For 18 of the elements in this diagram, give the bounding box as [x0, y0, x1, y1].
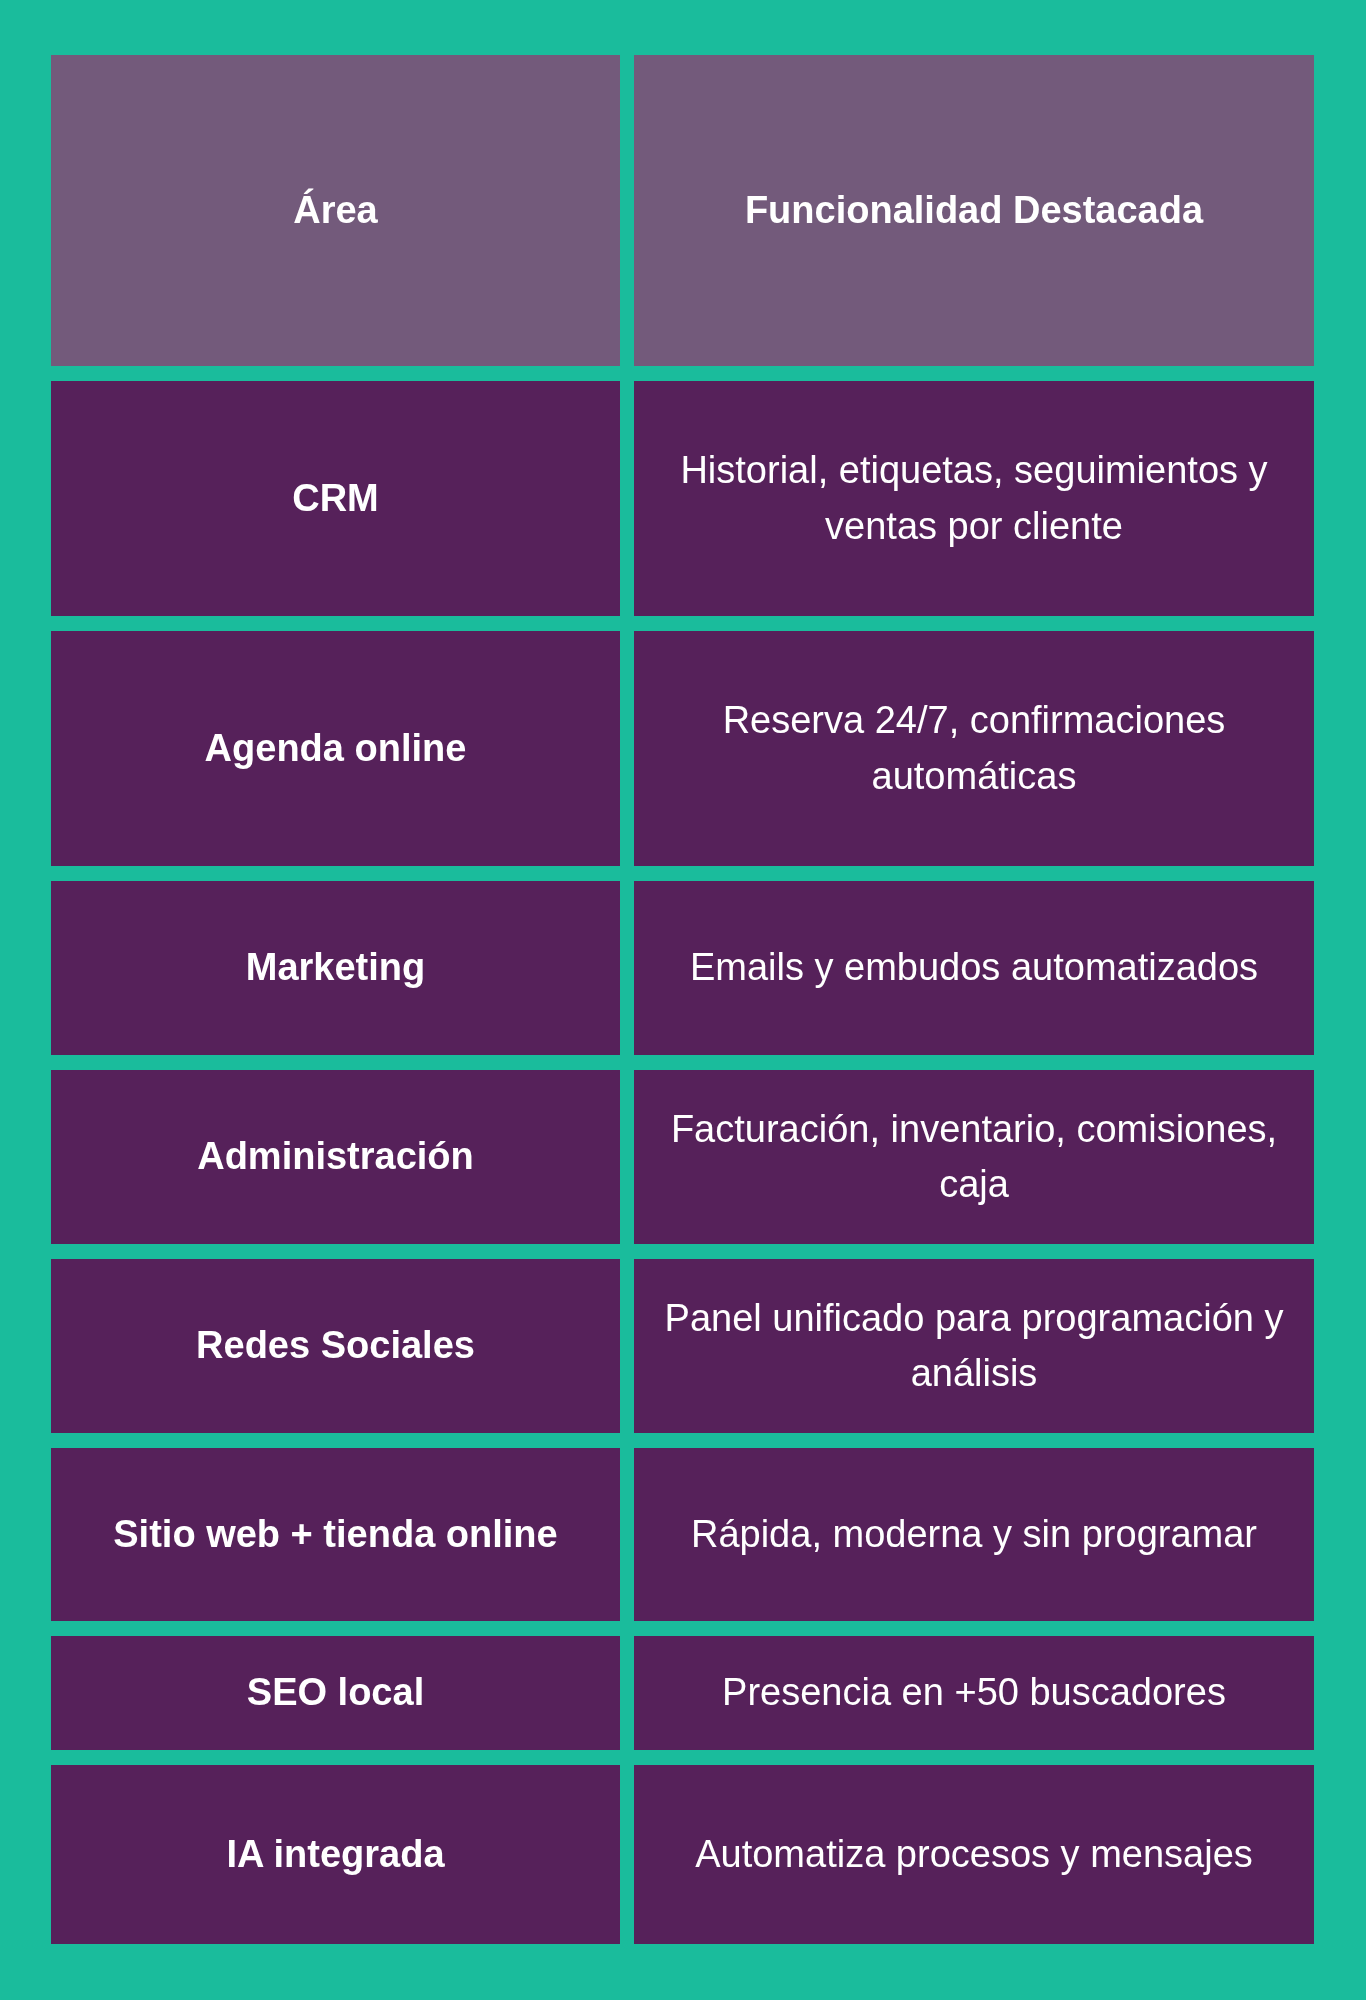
feature-cell: Presencia en +50 buscadores [634, 1636, 1314, 1750]
area-cell: Agenda online [51, 631, 620, 866]
area-cell: IA integrada [51, 1765, 620, 1944]
feature-cell: Reserva 24/7, confirmaciones automáticas [634, 631, 1314, 866]
column-header: Área [51, 55, 620, 366]
feature-cell: Facturación, inventario, comisiones, caja [634, 1070, 1314, 1244]
feature-cell: Rápida, moderna y sin programar [634, 1448, 1314, 1621]
feature-cell: Emails y embudos automatizados [634, 881, 1314, 1055]
area-cell: Redes Sociales [51, 1259, 620, 1433]
area-cell: SEO local [51, 1636, 620, 1750]
area-cell: Administración [51, 1070, 620, 1244]
feature-cell: Historial, etiquetas, seguimientos y ventas por cliente [634, 381, 1314, 616]
feature-cell: Panel unificado para programación y análisis [634, 1259, 1314, 1433]
area-cell: CRM [51, 381, 620, 616]
column-header: Funcionalidad Destacada [634, 55, 1314, 366]
area-cell: Marketing [51, 881, 620, 1055]
feature-cell: Automatiza procesos y mensajes [634, 1765, 1314, 1944]
area-cell: Sitio web + tienda online [51, 1448, 620, 1621]
